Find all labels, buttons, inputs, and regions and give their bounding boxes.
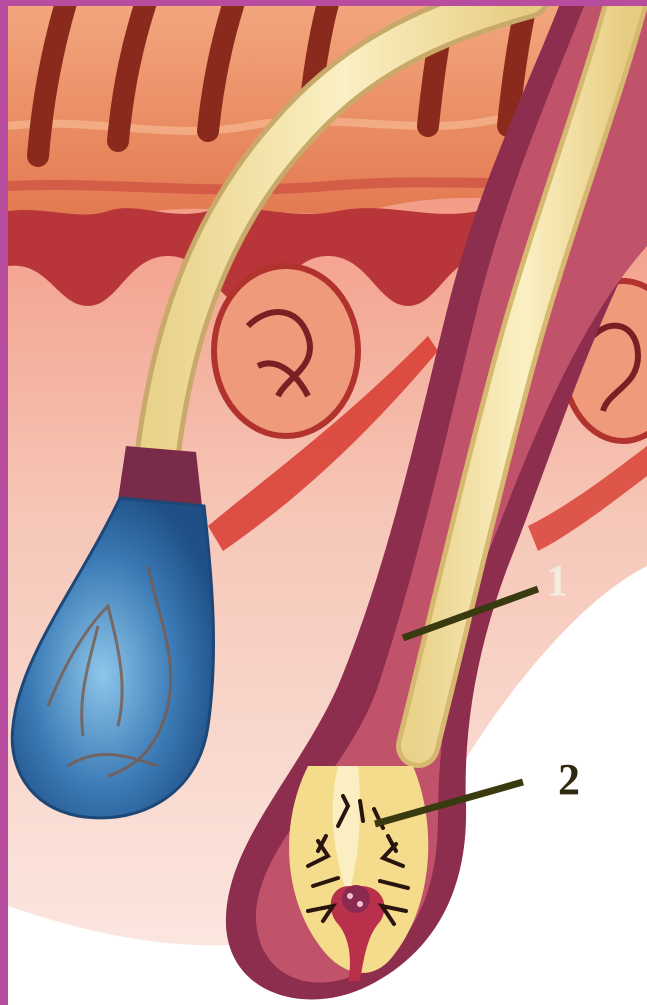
label-2: 2 xyxy=(558,758,580,802)
label-1: 1 xyxy=(546,559,568,603)
sebaceous-gland-left xyxy=(214,266,358,436)
bulb-collar xyxy=(118,446,202,506)
hair-follicle-illustration xyxy=(8,6,647,1005)
diagram-canvas: 1 2 xyxy=(8,6,647,1005)
